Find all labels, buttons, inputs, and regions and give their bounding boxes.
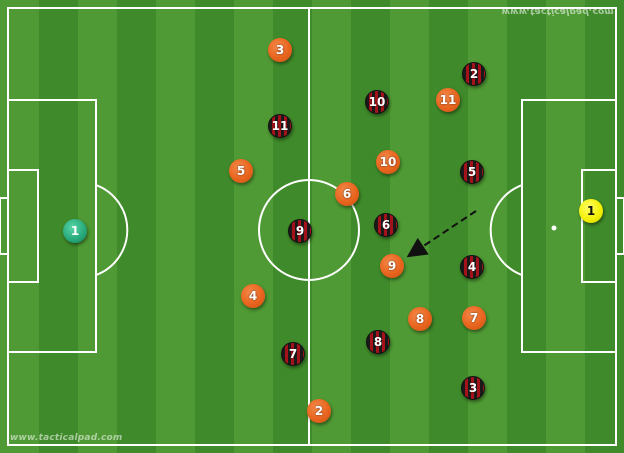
- away-player[interactable]: 5: [460, 160, 484, 184]
- center-circle: [258, 179, 360, 281]
- home-player[interactable]: 2: [307, 399, 331, 423]
- grass-stripe: [585, 0, 624, 453]
- player-number: 4: [467, 260, 477, 274]
- away-player[interactable]: 8: [366, 330, 390, 354]
- away-player[interactable]: 6: [374, 213, 398, 237]
- player-number: 1: [586, 204, 596, 218]
- grass-stripe: [117, 0, 157, 453]
- player-number: 11: [271, 119, 289, 133]
- player-number: 6: [342, 187, 352, 201]
- away-player[interactable]: 7: [281, 342, 305, 366]
- player-number: 8: [415, 312, 425, 326]
- player-number: 4: [248, 289, 258, 303]
- player-number: 3: [468, 381, 478, 395]
- watermark-bottom: www.tacticalpad.com: [10, 433, 123, 443]
- player-number: 5: [467, 165, 477, 179]
- home-player[interactable]: 9: [380, 254, 404, 278]
- movement-arrow: [406, 210, 477, 258]
- grass-stripe: [429, 0, 469, 453]
- left-penalty-arc: [95, 184, 129, 276]
- home-player[interactable]: 6: [335, 182, 359, 206]
- grass-stripe: [546, 0, 586, 453]
- home-player[interactable]: 5: [229, 159, 253, 183]
- player-number: 1: [70, 224, 80, 238]
- player-number: 9: [295, 224, 305, 238]
- home-player[interactable]: 7: [462, 306, 486, 330]
- player-number: 5: [236, 164, 246, 178]
- player-number: 3: [275, 43, 285, 57]
- player-number: 11: [439, 93, 457, 107]
- right-penalty-spot: [551, 225, 557, 231]
- right-penalty-arc: [489, 184, 523, 276]
- player-number: 2: [314, 404, 324, 418]
- home-player[interactable]: 10: [376, 150, 400, 174]
- grass-stripe: [312, 0, 352, 453]
- player-number: 8: [373, 335, 383, 349]
- home-player[interactable]: 8: [408, 307, 432, 331]
- grass-stripe: [156, 0, 196, 453]
- player-number: 6: [381, 218, 391, 232]
- player-number: 9: [387, 259, 397, 273]
- home-player[interactable]: 3: [268, 38, 292, 62]
- player-number: 2: [469, 67, 479, 81]
- away-player[interactable]: 3: [461, 376, 485, 400]
- home-goalkeeper[interactable]: 1: [63, 219, 87, 243]
- player-number: 7: [469, 311, 479, 325]
- grass-stripe: [195, 0, 235, 453]
- away-player[interactable]: 9: [288, 219, 312, 243]
- player-number: 7: [288, 347, 298, 361]
- away-player[interactable]: 2: [462, 62, 486, 86]
- away-player[interactable]: 11: [268, 114, 292, 138]
- grass-stripe: [507, 0, 547, 453]
- home-player[interactable]: 11: [436, 88, 460, 112]
- player-number: 10: [368, 95, 386, 109]
- grass-stripe: [234, 0, 274, 453]
- player-number: 10: [379, 155, 397, 169]
- watermark-top: www.tacticalpad.com: [501, 6, 614, 16]
- away-player[interactable]: 10: [365, 90, 389, 114]
- left-goal: [0, 197, 9, 255]
- right-goal: [615, 197, 624, 255]
- away-player[interactable]: 4: [460, 255, 484, 279]
- grass-stripe: [0, 0, 40, 453]
- home-player[interactable]: 4: [241, 284, 265, 308]
- away-goalkeeper[interactable]: 1: [579, 199, 603, 223]
